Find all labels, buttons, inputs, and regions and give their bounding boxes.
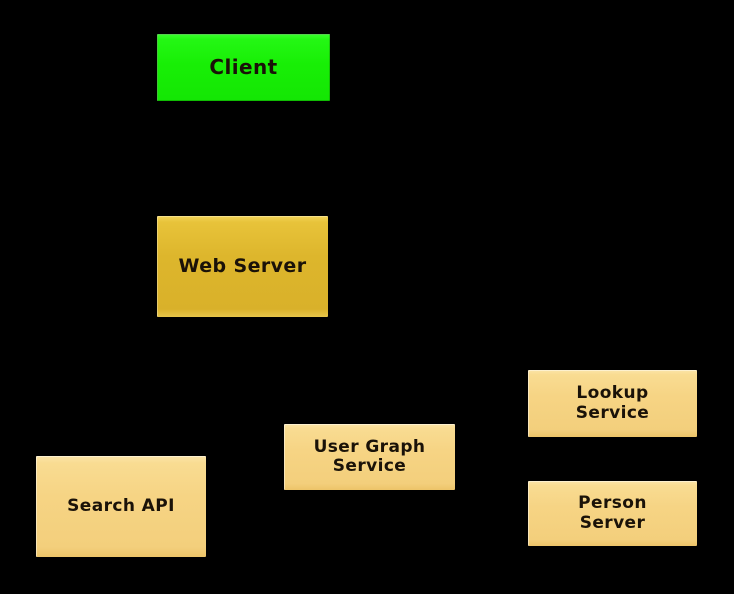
node-search-api[interactable]: Search API <box>36 456 206 557</box>
node-label-web-server: Web Server <box>178 254 307 277</box>
node-web-server[interactable]: Web Server <box>157 216 328 317</box>
node-label-user-graph-service: User Graph Service <box>313 436 426 476</box>
node-label-lookup-service: Lookup Service <box>575 383 650 423</box>
node-client[interactable]: Client <box>157 34 330 101</box>
node-label-person-server: Person Server <box>578 493 647 533</box>
node-label-client: Client <box>209 55 278 80</box>
node-lookup-service[interactable]: Lookup Service <box>528 370 697 437</box>
node-user-graph-service[interactable]: User Graph Service <box>284 424 455 490</box>
node-label-search-api: Search API <box>67 495 175 516</box>
node-person-server[interactable]: Person Server <box>528 481 697 546</box>
